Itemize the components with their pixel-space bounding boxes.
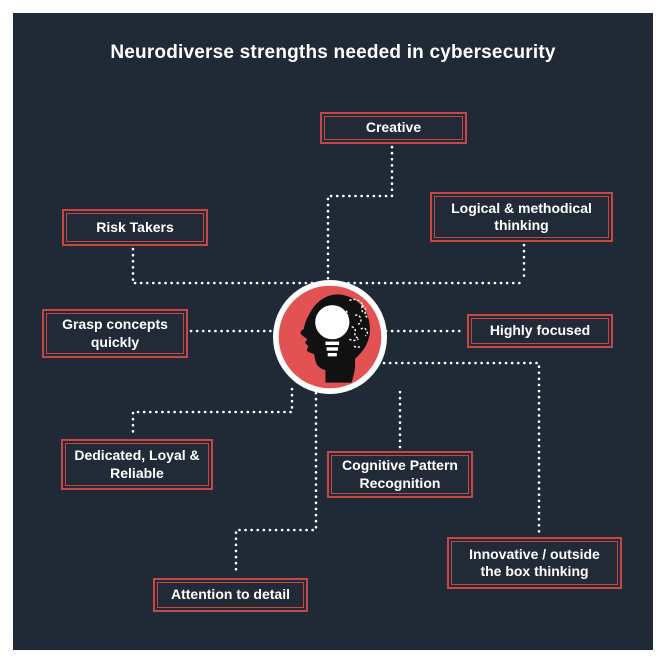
node-label: Innovative / outside the box thinking xyxy=(451,541,618,585)
lightbulb-globe xyxy=(315,305,350,340)
node-label: Attention to detail xyxy=(157,582,304,608)
node-highly-focused: Highly focused xyxy=(467,314,613,348)
node-label: Cognitive Pattern Recognition xyxy=(331,455,469,494)
diagram-title: Neurodiverse strengths needed in cyberse… xyxy=(110,42,556,63)
node-dedicated-loyal-reliable: Dedicated, Loyal & Reliable xyxy=(61,439,213,490)
node-label: Dedicated, Loyal & Reliable xyxy=(65,443,209,486)
node-label: Risk Takers xyxy=(66,213,204,242)
circuit-brain-pattern xyxy=(343,298,369,348)
node-innovative-outside-box: Innovative / outside the box thinking xyxy=(447,537,622,589)
lightbulb-base xyxy=(325,341,340,357)
node-logical-methodical: Logical & methodical thinking xyxy=(430,192,613,242)
node-cognitive-pattern-recognition: Cognitive Pattern Recognition xyxy=(327,451,473,498)
node-label: Highly focused xyxy=(471,318,609,344)
node-creative: Creative xyxy=(320,112,467,144)
node-label: Grasp concepts quickly xyxy=(46,313,184,354)
node-attention-to-detail: Attention to detail xyxy=(153,578,308,612)
brain-head-lightbulb-icon xyxy=(273,280,387,394)
node-label: Creative xyxy=(324,116,463,140)
node-risk-takers: Risk Takers xyxy=(62,209,208,246)
node-label: Logical & methodical thinking xyxy=(434,196,609,238)
node-grasp-concepts: Grasp concepts quickly xyxy=(42,309,188,358)
